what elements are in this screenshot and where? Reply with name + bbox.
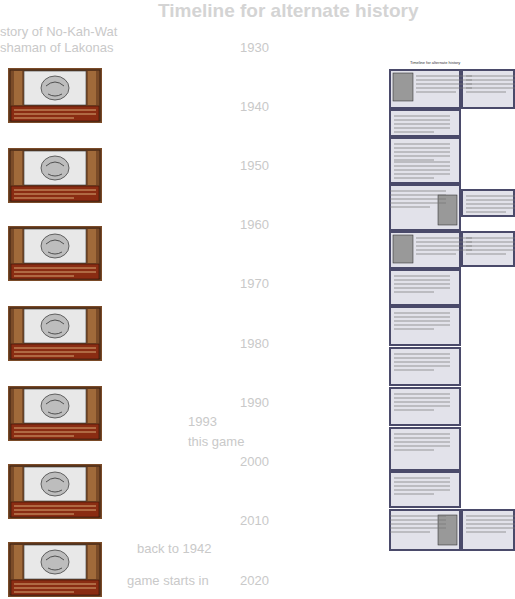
diagram-title: Timeline for alternate history <box>158 0 418 22</box>
note-label: this game <box>188 434 244 449</box>
year-label: 1990 <box>240 395 269 410</box>
story-label: story of No-Kah-Wat <box>0 24 117 39</box>
year-label: 1950 <box>240 158 269 173</box>
year-label: 2020 <box>240 573 269 588</box>
year-label: 1970 <box>240 276 269 291</box>
doc-header: Timeline for alternate history <box>410 60 460 65</box>
year-label: 2010 <box>240 513 269 528</box>
year-label: 1980 <box>240 336 269 351</box>
year-label: 1940 <box>240 99 269 114</box>
note-label: back to 1942 <box>137 541 211 556</box>
note-label: game starts in <box>127 573 209 588</box>
year-label: 1960 <box>240 217 269 232</box>
year-label: 1930 <box>240 40 269 55</box>
year-label: 1993 <box>188 414 217 429</box>
story-label: shaman of Lakonas <box>0 40 113 55</box>
year-label: 2000 <box>240 454 269 469</box>
